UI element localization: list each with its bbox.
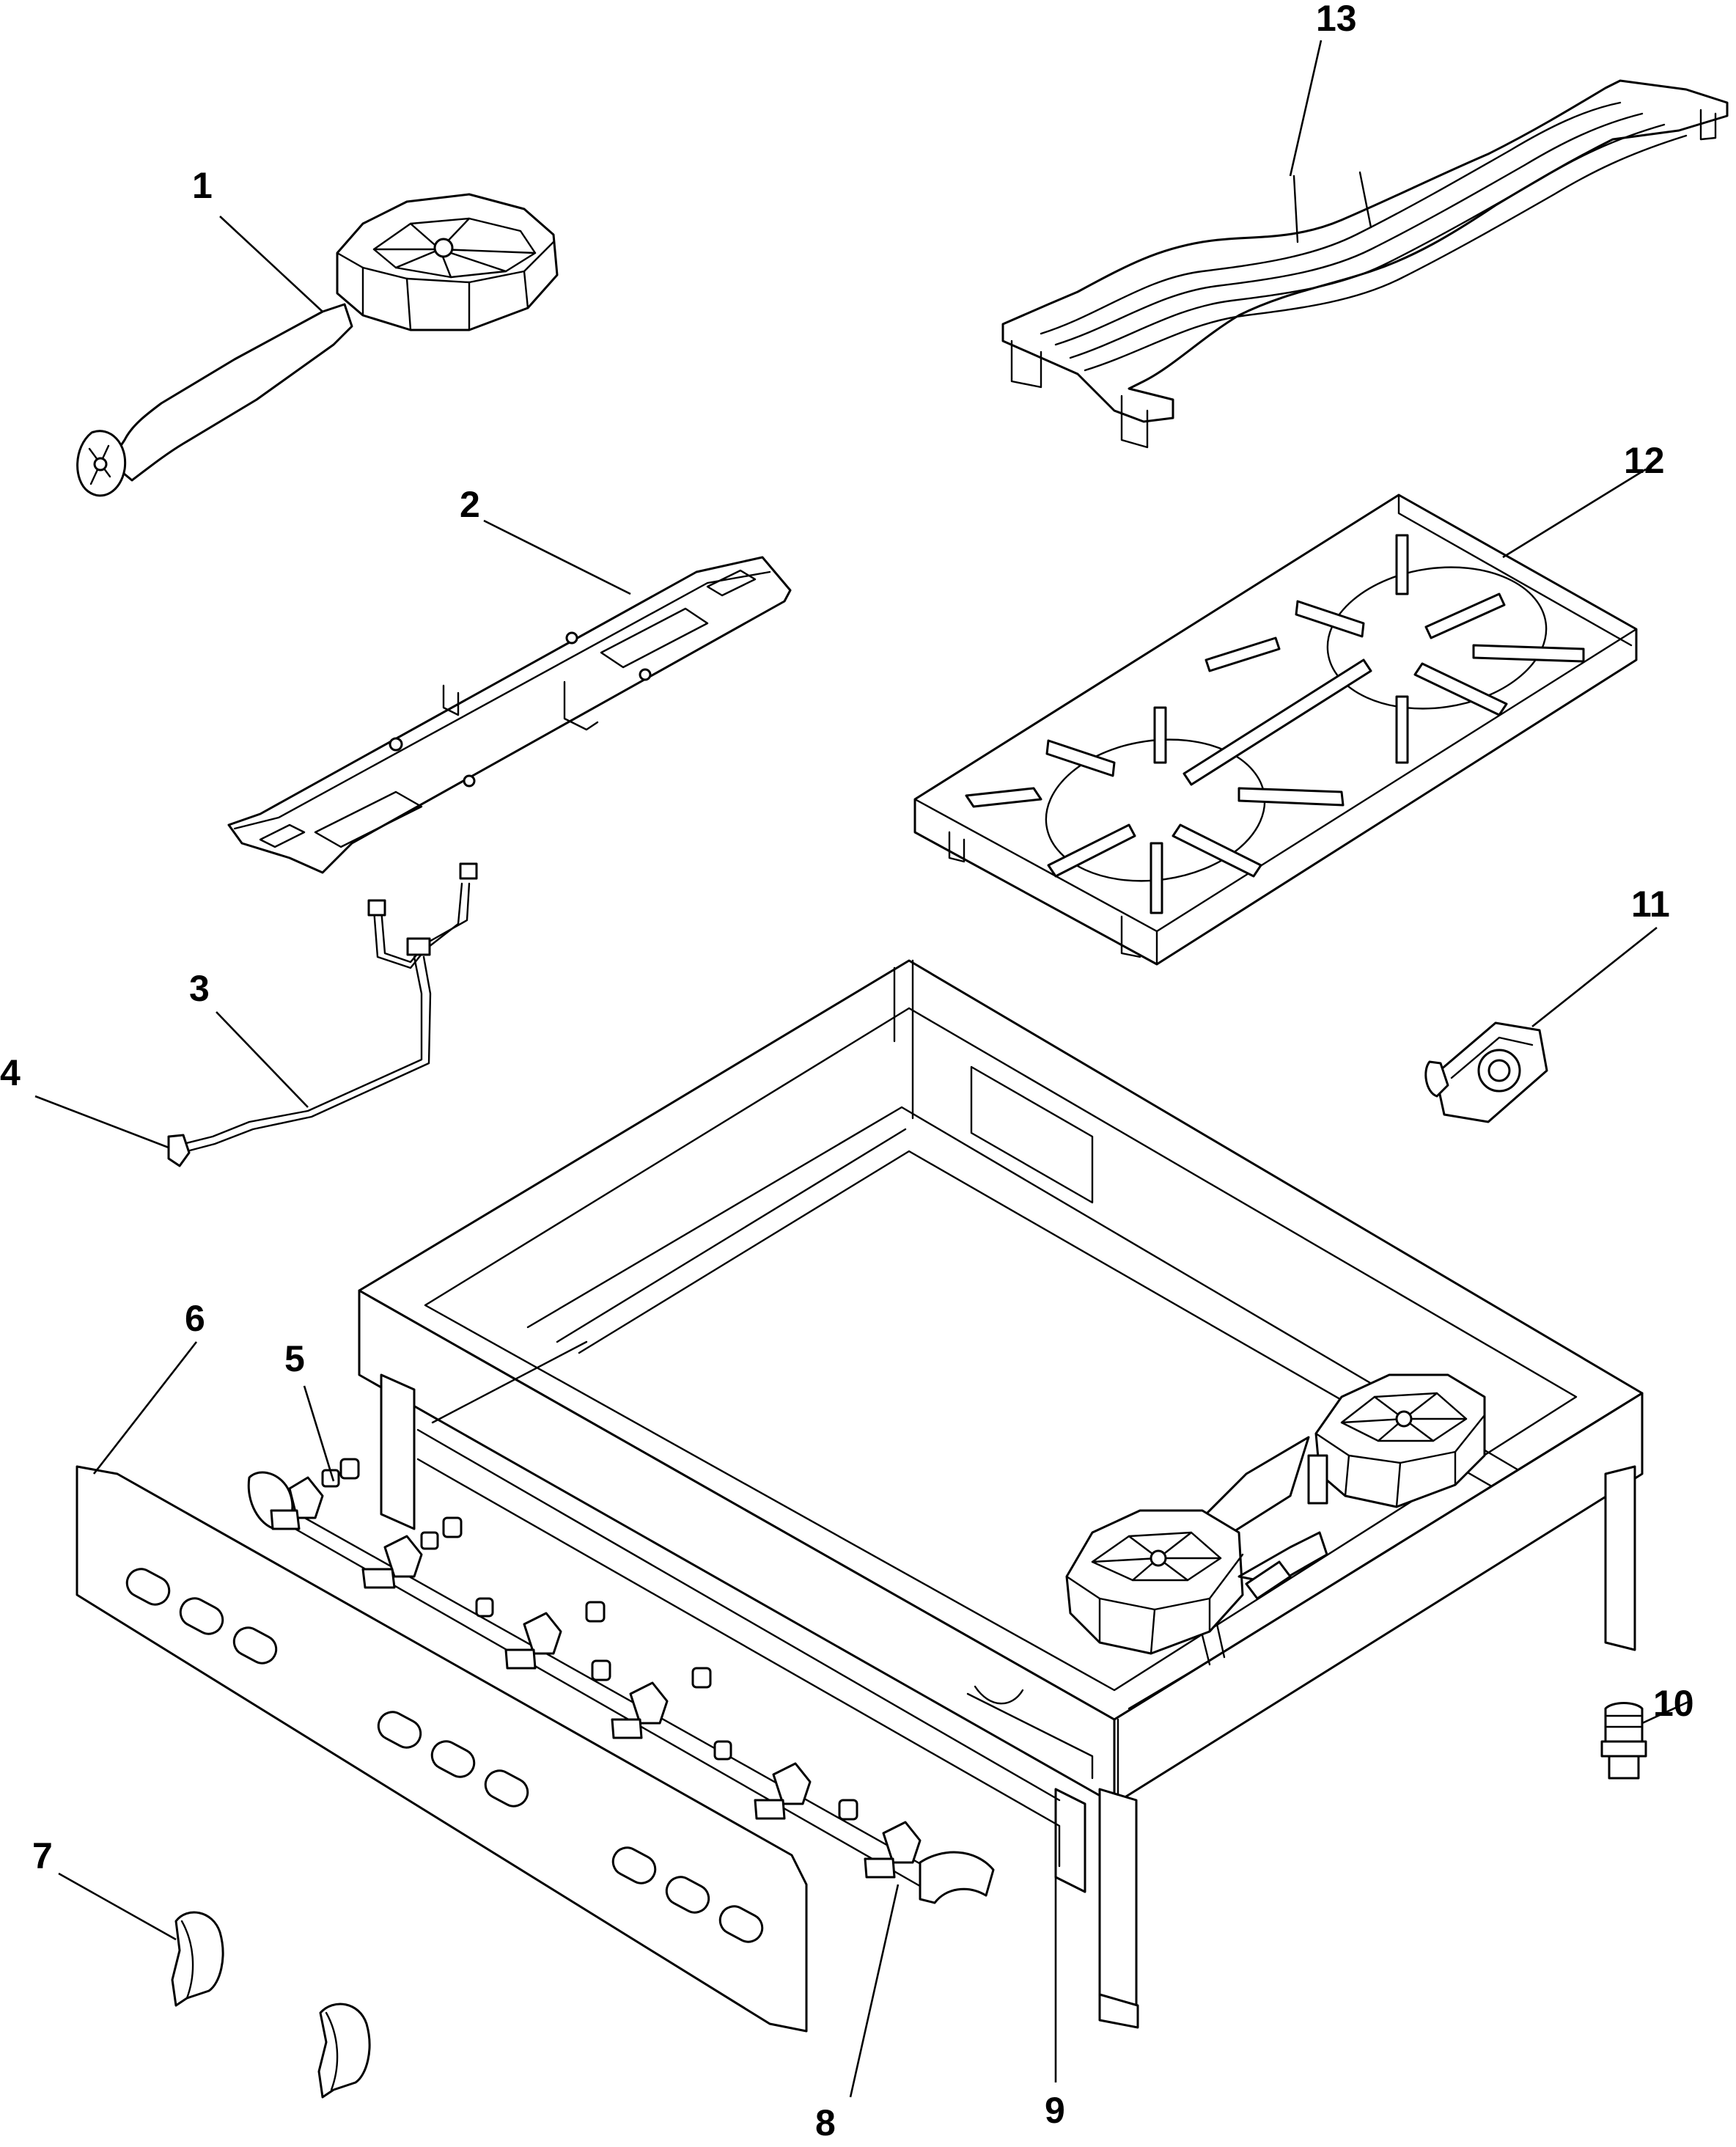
wavy-grate-part: [1001, 79, 1729, 449]
callout-4: 4: [0, 1052, 21, 1093]
gas-regulator-part: [1424, 1021, 1548, 1123]
callout-labels: 1 2 3 4 5 6 7 8 9 10 11 12 13: [0, 0, 1694, 2143]
top-grate-part: [913, 493, 1638, 966]
pilot-tubing-part: [167, 862, 478, 1167]
callout-9: 9: [1045, 2090, 1065, 2131]
gas-manifold-part: [247, 1458, 995, 1904]
leader-lines: [34, 40, 1691, 2098]
callout-11: 11: [1631, 884, 1670, 925]
control-knob-part: [171, 1911, 371, 2099]
burner-with-venturi-part: [76, 193, 559, 497]
installed-burner-front: [1065, 1509, 1328, 1666]
callout-7: 7: [32, 1835, 53, 1876]
installed-burner-rear: [1201, 1373, 1486, 1541]
callout-10: 10: [1653, 1683, 1694, 1724]
control-panel-part: [76, 1465, 808, 2033]
orifice-fitting-part: [1600, 1702, 1647, 1780]
callout-1: 1: [192, 165, 213, 206]
callout-3: 3: [189, 968, 210, 1009]
callout-5: 5: [284, 1338, 305, 1379]
burner-bracket-part: [227, 556, 792, 874]
callout-8: 8: [815, 2102, 836, 2143]
callout-12: 12: [1624, 440, 1665, 481]
callout-6: 6: [185, 1298, 205, 1339]
range-body: [358, 959, 1644, 2029]
callout-13: 13: [1316, 0, 1357, 39]
callout-2: 2: [460, 484, 480, 525]
